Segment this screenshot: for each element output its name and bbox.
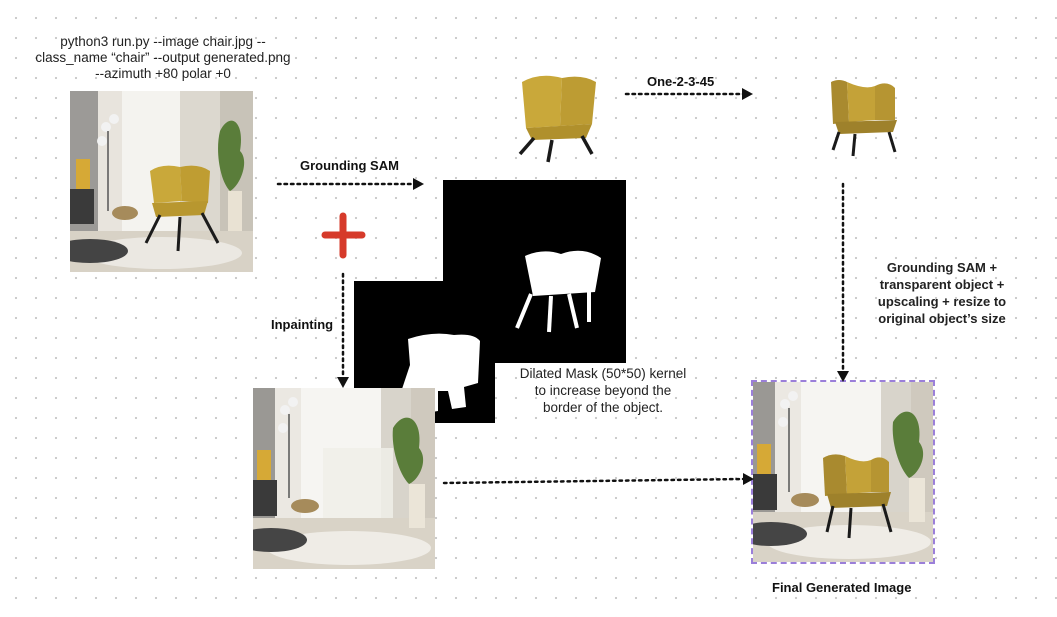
grounding-steps-line-3: upscaling + resize to bbox=[877, 294, 1007, 309]
grounding-steps-line-2: transparent object + bbox=[879, 277, 1005, 292]
dilated-mask-note: Dilated Mask (50*50) kernel to increase … bbox=[498, 365, 708, 416]
final-generated-image bbox=[751, 380, 935, 564]
command-line-2: class_name “chair” --output generated.pn… bbox=[35, 50, 291, 65]
grounding-steps-line-1: Grounding SAM + bbox=[886, 260, 998, 275]
command-line-3: --azimuth +80 polar +0 bbox=[95, 66, 231, 81]
one-2-3-45-label: One-2-3-45 bbox=[647, 74, 715, 89]
command-text: python3 run.py --image chair.jpg -- clas… bbox=[18, 34, 308, 82]
grounding-sam-label: Grounding SAM bbox=[300, 158, 399, 173]
plus-icon bbox=[321, 212, 366, 259]
command-line-1: python3 run.py --image chair.jpg -- bbox=[60, 34, 266, 49]
dilated-mask-note-line-2: to increase beyond the bbox=[534, 383, 672, 398]
grounding-steps-line-4: original object’s size bbox=[878, 311, 1006, 326]
arrowhead-inpainting bbox=[337, 377, 349, 388]
dilated-mask-note-line-1: Dilated Mask (50*50) kernel bbox=[519, 366, 687, 381]
arrowhead-to-final bbox=[743, 473, 754, 485]
final-generated-label: Final Generated Image bbox=[772, 580, 912, 595]
cropped-chair-image bbox=[510, 68, 600, 164]
inpainted-image bbox=[253, 388, 435, 569]
dilated-mask-note-line-3: border of the object. bbox=[542, 400, 664, 415]
grounding-steps-note: Grounding SAM + transparent object + ups… bbox=[862, 259, 1022, 327]
arrowhead-grounding-sam bbox=[413, 178, 424, 190]
arrowhead-one-2-3-45 bbox=[742, 88, 753, 100]
inpainting-label: Inpainting bbox=[271, 317, 334, 332]
arrowhead-grounding-steps bbox=[837, 371, 849, 382]
arrow-to-final bbox=[442, 477, 746, 485]
rotated-chair-image bbox=[825, 76, 905, 158]
input-image bbox=[70, 91, 253, 272]
